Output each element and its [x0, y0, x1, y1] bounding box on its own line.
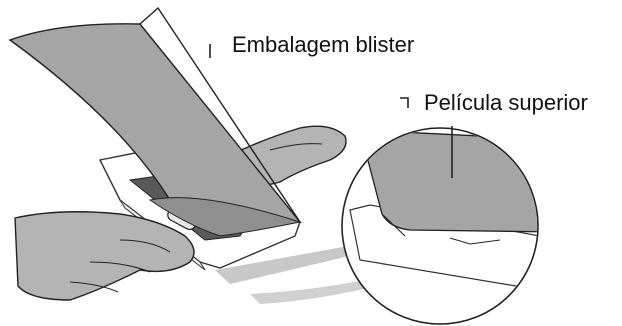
tick-mark-film: [400, 98, 408, 108]
magnified-film: [360, 130, 560, 232]
label-blister-pack: Embalagem blister: [232, 34, 414, 56]
magnifier-circle: [342, 128, 560, 324]
label-top-film: Película superior: [424, 92, 588, 114]
